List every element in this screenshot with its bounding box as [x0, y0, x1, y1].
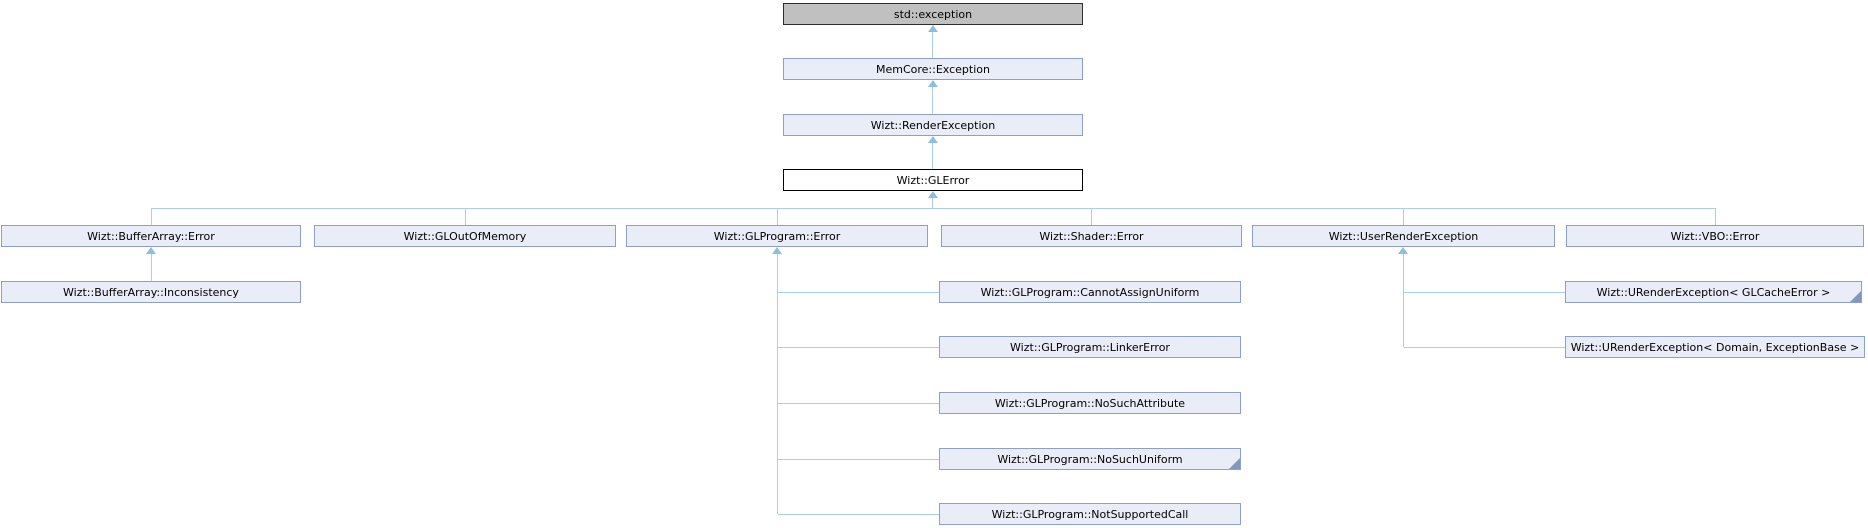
class-node-wizt-gloutofmemory[interactable]: Wizt::GLOutOfMemory	[314, 225, 616, 247]
inheritance-edge-line	[151, 209, 152, 225]
inheritance-edge-line	[1403, 254, 1404, 347]
class-node-label: Wizt::BufferArray::Error	[87, 229, 215, 243]
inheritance-edge-line	[1404, 292, 1565, 293]
inheritance-edge-line	[777, 254, 778, 514]
inheritance-arrow-up-icon	[928, 80, 938, 87]
class-node-label: Wizt::BufferArray::Inconsistency	[63, 285, 239, 299]
class-node-label: Wizt::GLProgram::CannotAssignUniform	[980, 285, 1200, 299]
inheritance-arrow-up-icon	[928, 191, 938, 198]
folded-corner-icon	[1229, 458, 1240, 469]
class-node-label: Wizt::GLOutOfMemory	[403, 229, 527, 243]
class-node-wizt-userrenderexception[interactable]: Wizt::UserRenderException	[1252, 225, 1555, 247]
inheritance-edge-line	[151, 208, 1716, 209]
inheritance-edge-line	[932, 32, 933, 58]
class-node-wizt-glprogram-cannotassignuniform[interactable]: Wizt::GLProgram::CannotAssignUniform	[939, 281, 1241, 303]
class-node-label: Wizt::GLProgram::LinkerError	[1010, 340, 1170, 354]
inheritance-edge-line	[778, 514, 939, 515]
inheritance-edge-line	[1715, 209, 1716, 225]
inheritance-edge-line	[151, 254, 152, 281]
class-node-label: Wizt::URenderException< Domain, Exceptio…	[1570, 340, 1860, 354]
class-node-wizt-vbo-error[interactable]: Wizt::VBO::Error	[1566, 225, 1864, 247]
class-node-wizt-glerror: Wizt::GLError	[783, 169, 1083, 191]
class-node-label: Wizt::VBO::Error	[1670, 229, 1760, 243]
class-node-wizt-urenderexception-domain-exceptionbase[interactable]: Wizt::URenderException< Domain, Exceptio…	[1565, 336, 1865, 358]
inheritance-arrow-up-icon	[772, 247, 782, 254]
class-node-wizt-bufferarray-inconsistency[interactable]: Wizt::BufferArray::Inconsistency	[1, 281, 301, 303]
class-node-std-exception: std::exception	[783, 3, 1083, 25]
inheritance-edge-line	[932, 143, 933, 169]
folded-corner-icon	[1850, 291, 1861, 302]
class-node-label: Wizt::UserRenderException	[1328, 229, 1479, 243]
inheritance-arrow-up-icon	[1398, 247, 1408, 254]
inheritance-edge-line	[1091, 209, 1092, 225]
class-node-memcore-exception[interactable]: MemCore::Exception	[783, 58, 1083, 80]
class-node-wizt-glprogram-linkererror[interactable]: Wizt::GLProgram::LinkerError	[939, 336, 1241, 358]
inheritance-arrow-up-icon	[928, 25, 938, 32]
inheritance-edge-line	[932, 198, 933, 209]
inheritance-edge-line	[777, 209, 778, 225]
class-node-label: Wizt::GLProgram::Error	[713, 229, 841, 243]
inheritance-arrow-up-icon	[928, 136, 938, 143]
class-node-wizt-urenderexception-glcacheerror[interactable]: Wizt::URenderException< GLCacheError >	[1565, 281, 1862, 303]
inheritance-arrow-up-icon	[146, 247, 156, 254]
class-node-wizt-shader-error[interactable]: Wizt::Shader::Error	[941, 225, 1242, 247]
class-node-label: Wizt::GLProgram::NoSuchAttribute	[994, 396, 1186, 410]
inheritance-edge-line	[1404, 347, 1565, 348]
inheritance-edge-line	[465, 209, 466, 225]
class-node-wizt-renderexception[interactable]: Wizt::RenderException	[783, 114, 1083, 136]
inheritance-edge-line	[932, 87, 933, 114]
class-node-label: Wizt::URenderException< GLCacheError >	[1596, 285, 1831, 299]
class-node-label: MemCore::Exception	[876, 62, 990, 76]
class-node-wizt-glprogram-notsupportedcall[interactable]: Wizt::GLProgram::NotSupportedCall	[939, 503, 1241, 525]
inheritance-edge-line	[1403, 209, 1404, 225]
inheritance-edge-line	[778, 347, 939, 348]
class-node-label: Wizt::GLProgram::NotSupportedCall	[991, 507, 1189, 521]
class-node-wizt-glprogram-nosuchattribute[interactable]: Wizt::GLProgram::NoSuchAttribute	[939, 392, 1241, 414]
inheritance-edge-line	[778, 292, 939, 293]
class-node-label: std::exception	[893, 7, 973, 21]
class-node-label: Wizt::GLProgram::NoSuchUniform	[997, 452, 1183, 466]
class-node-wizt-glprogram-error[interactable]: Wizt::GLProgram::Error	[626, 225, 928, 247]
class-node-label: Wizt::Shader::Error	[1039, 229, 1144, 243]
class-node-wizt-bufferarray-error[interactable]: Wizt::BufferArray::Error	[1, 225, 301, 247]
class-node-wizt-glprogram-nosuchuniform[interactable]: Wizt::GLProgram::NoSuchUniform	[939, 448, 1241, 470]
inheritance-edge-line	[778, 403, 939, 404]
class-node-label: Wizt::GLError	[896, 173, 970, 187]
inheritance-edge-line	[778, 459, 939, 460]
class-node-label: Wizt::RenderException	[870, 118, 996, 132]
